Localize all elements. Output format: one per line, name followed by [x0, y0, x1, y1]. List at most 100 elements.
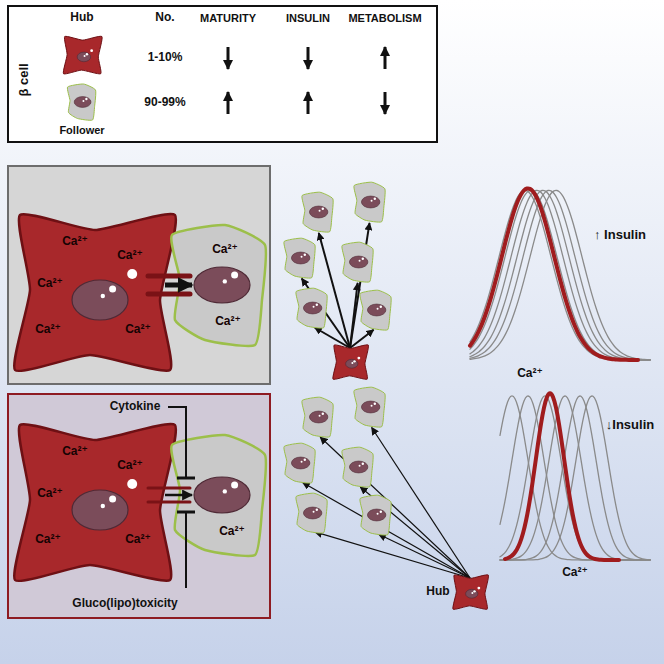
coupling-panel [8, 166, 270, 384]
calcium-label: Ca²⁺ [125, 323, 151, 336]
nucleus [72, 280, 128, 320]
table-cell: 90-99% [144, 96, 185, 109]
down-arrow [307, 47, 310, 69]
cell-body [296, 288, 327, 328]
down-arrow [227, 47, 230, 69]
follower-cell [360, 290, 391, 330]
nucleus [346, 359, 358, 368]
granule [223, 489, 227, 493]
cell-body [453, 575, 489, 610]
network-arrow [315, 328, 350, 348]
granule [353, 360, 355, 362]
calcium-label: Ca²⁺ [62, 235, 88, 248]
column-header: MATURITY [200, 12, 256, 24]
calcium-label: Ca²⁺ [215, 315, 241, 328]
follower-cell [296, 288, 327, 328]
nucleus [291, 457, 309, 469]
up-arrow [307, 92, 310, 114]
nucleus [291, 252, 309, 264]
impaired-panel [8, 394, 270, 618]
column-header: METABOLISM [348, 12, 421, 24]
inhibitor-bar [177, 477, 195, 480]
insulin-label: ↑ Insulin [594, 228, 646, 242]
nucleus [361, 196, 379, 208]
hub-cell-box: Ca²⁺Ca²⁺Ca²⁺Ca²⁺Ca²⁺ [15, 225, 165, 345]
granule [471, 592, 473, 594]
hub-cell-box: Ca²⁺Ca²⁺Ca²⁺Ca²⁺Ca²⁺ [15, 435, 165, 555]
column-header: Hub [70, 11, 93, 24]
nucleus [367, 304, 385, 316]
column-header: No. [155, 11, 174, 24]
granule [90, 49, 93, 52]
hub-cell [453, 575, 489, 610]
hub-label: Hub [426, 585, 449, 598]
hub-calcium-trace [505, 393, 619, 560]
cell-body [63, 36, 102, 74]
network-arrow [360, 487, 470, 578]
granule [362, 258, 364, 260]
follower-cell [302, 397, 333, 437]
calcium-label: Ca²⁺ [125, 533, 151, 546]
gap-junction [148, 487, 190, 490]
calcium-label: Ca²⁺ [117, 249, 143, 262]
table-box [8, 6, 437, 142]
inhibitor-bar [177, 511, 195, 514]
calcium-label: Ca²⁺ [35, 323, 61, 336]
follower-cell [296, 493, 327, 533]
granule [374, 198, 376, 200]
calcium-label: Ca²⁺ [37, 487, 63, 500]
inhibitor-line [185, 512, 187, 588]
granule [84, 55, 86, 57]
nucleus [361, 401, 379, 413]
gap-junction [148, 274, 190, 279]
hub-cell [333, 345, 369, 380]
network-arrow [350, 330, 374, 348]
granule [301, 461, 303, 463]
granule [101, 294, 105, 298]
hub-calcium-trace [470, 188, 638, 360]
gap-junction [148, 292, 190, 297]
nucleus [77, 52, 90, 62]
cell-body [284, 238, 315, 278]
cell-body [296, 493, 327, 533]
follower-cell [67, 84, 95, 120]
granule [477, 587, 480, 590]
cell-body [354, 387, 385, 427]
nucleus [309, 206, 327, 218]
granule [380, 306, 382, 308]
network-arrow [320, 437, 470, 578]
hub-cell [63, 36, 102, 74]
granule [371, 405, 373, 407]
granule [86, 53, 88, 55]
cell-body [360, 290, 391, 330]
cell-body [302, 192, 333, 232]
nucleus [309, 411, 327, 423]
nucleus [466, 589, 478, 598]
nucleus [194, 477, 250, 513]
stressor-label: Gluco(lipo)toxicity [72, 597, 177, 610]
cell-body [333, 345, 369, 380]
granule [109, 496, 116, 503]
nucleus [72, 490, 128, 530]
granule [359, 260, 361, 262]
granule [359, 465, 361, 467]
nucleus [74, 97, 91, 108]
follower-cell [284, 238, 315, 278]
granule [127, 269, 137, 279]
row-group-label: β cell [17, 63, 31, 96]
cell-body [284, 443, 315, 483]
granule [371, 200, 373, 202]
granule [304, 254, 306, 256]
granule [82, 100, 84, 102]
coupling-arrow [165, 283, 192, 288]
granule [362, 463, 364, 465]
network-arrow [379, 534, 470, 578]
granule [374, 403, 376, 405]
calcium-label: Ca²⁺ [219, 525, 245, 538]
calcium-label: Ca²⁺ [212, 243, 238, 256]
granule [231, 482, 238, 489]
granule [351, 362, 353, 364]
